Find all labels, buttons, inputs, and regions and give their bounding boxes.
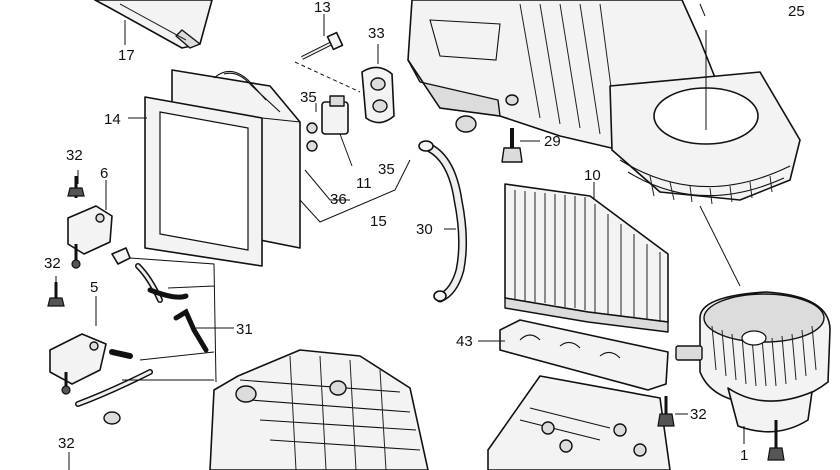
- callout-14: 14: [104, 111, 121, 128]
- callout-33: 33: [368, 25, 385, 42]
- dashed-line-13: [294, 61, 361, 93]
- callout-1: 1: [740, 447, 748, 464]
- callout-36: 36: [330, 191, 347, 208]
- part-14-evaporator-core: [144, 69, 301, 267]
- part-5-actuator: [49, 333, 107, 395]
- part-30-drain-hose: [418, 140, 468, 303]
- part-11-expansion-valve: [306, 95, 349, 152]
- part-32-screw-lower-middle: [657, 396, 675, 427]
- callout-17: 17: [118, 47, 135, 64]
- lower-housing-tray: [487, 375, 671, 470]
- callout-32d: 32: [58, 435, 75, 452]
- callout-32b: 32: [44, 255, 61, 272]
- callout-29: 29: [544, 133, 561, 150]
- part-33-grommet: [361, 66, 395, 124]
- lower-left-housing: [209, 349, 429, 470]
- part-29-bolt: [501, 128, 523, 163]
- callout-5: 5: [90, 279, 98, 296]
- part-1-blower-motor: [675, 291, 831, 461]
- callout-6: 6: [100, 165, 108, 182]
- leader-25: [699, 3, 706, 17]
- part-43-frame: [499, 319, 669, 391]
- part-31-levers: [75, 247, 209, 425]
- callout-32c: 32: [690, 406, 707, 423]
- callout-31: 31: [236, 321, 253, 338]
- leader-31: [122, 257, 234, 383]
- callout-10: 10: [584, 167, 601, 184]
- callout-15: 15: [370, 213, 387, 230]
- callout-35b: 35: [378, 161, 395, 178]
- callout-30: 30: [416, 221, 433, 238]
- callout-35a: 35: [300, 89, 317, 106]
- leader-15: [299, 159, 411, 223]
- leader-36: [304, 169, 350, 201]
- part-13-screw: [301, 31, 344, 60]
- callout-25: 25: [788, 3, 805, 20]
- callout-43: 43: [456, 333, 473, 350]
- callout-11: 11: [356, 175, 372, 192]
- part-6-actuator: [67, 205, 113, 269]
- leader-11: [339, 133, 353, 167]
- part-32-screw-upper-left: [67, 176, 85, 198]
- callout-32a: 32: [66, 147, 83, 164]
- part-10-pollen-filter: [504, 183, 669, 333]
- leader-1-upper: [699, 205, 741, 287]
- blower-inlet-housing: [609, 71, 801, 205]
- part-17-filter-frame: [94, 0, 213, 49]
- callout-13: 13: [314, 0, 331, 16]
